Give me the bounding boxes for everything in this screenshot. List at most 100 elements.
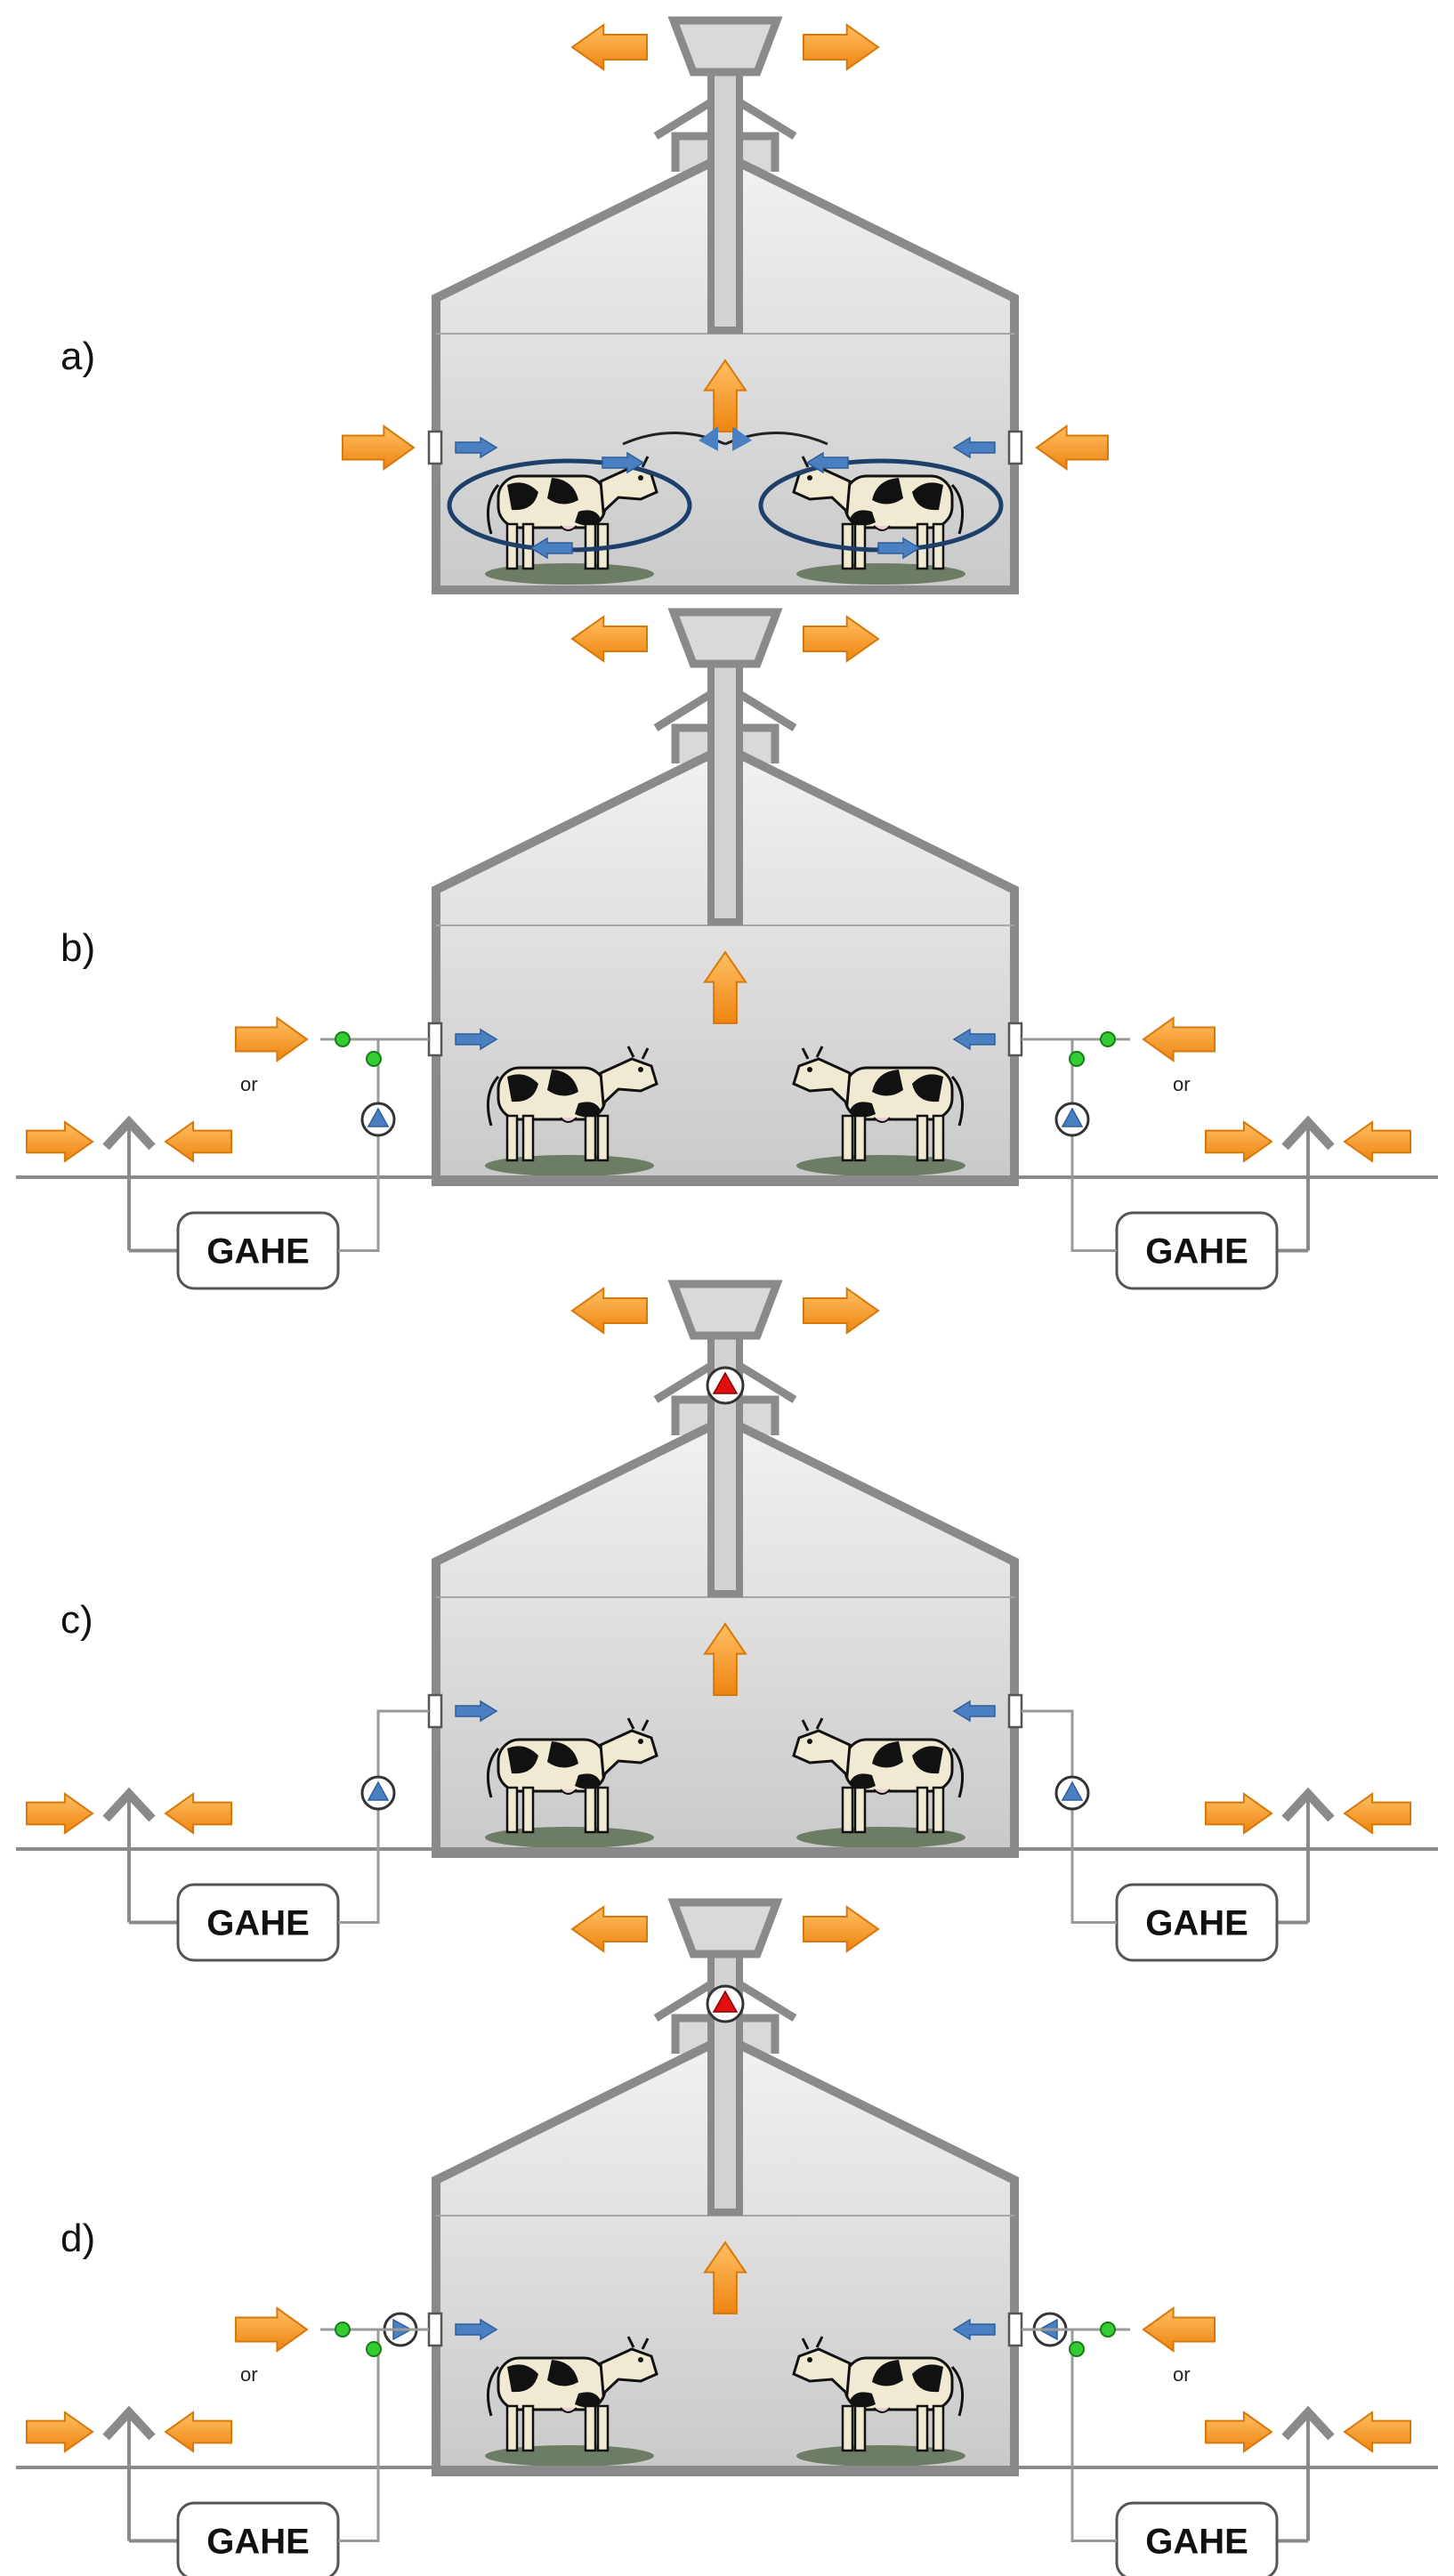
cow-udder bbox=[873, 1789, 891, 1795]
barn-building bbox=[427, 1280, 1023, 1858]
gahe-supply-pipe bbox=[338, 2328, 429, 2542]
gahe-intake-arrow bbox=[26, 1792, 94, 1835]
gahe-intake-arrow bbox=[1343, 2410, 1411, 2453]
panel-a: a) bbox=[61, 16, 1109, 594]
cow-spot bbox=[547, 478, 578, 505]
cow-horns bbox=[626, 2336, 650, 2350]
inlet-flow-left-arrow bbox=[455, 1028, 498, 1051]
barn-building bbox=[427, 16, 1023, 594]
supply-air-right-arrow bbox=[1035, 424, 1109, 471]
chimney-hood bbox=[667, 608, 783, 668]
inlet-left bbox=[427, 1693, 443, 1729]
cow-leg bbox=[932, 1786, 945, 1834]
cow-right-icon bbox=[792, 2336, 965, 2467]
cow-leg bbox=[596, 2404, 610, 2452]
cow-spot bbox=[507, 1074, 538, 1102]
cow-udder bbox=[873, 525, 891, 531]
exhaust-fan-blade-icon bbox=[712, 1990, 739, 2013]
cow-tail bbox=[950, 1075, 965, 1126]
cow-spot bbox=[912, 1746, 943, 1774]
valve-icon bbox=[335, 1031, 351, 1047]
cow-spot bbox=[912, 1074, 943, 1102]
cow-spot bbox=[547, 1070, 578, 1096]
bypass-intake-arrow bbox=[1142, 1016, 1216, 1062]
cow-leg bbox=[853, 2404, 867, 2452]
inlet-right bbox=[1007, 1693, 1023, 1729]
gahe-box: GAHE bbox=[1115, 1883, 1279, 1962]
cow-leg bbox=[916, 2404, 929, 2452]
or-label: or bbox=[1173, 1073, 1191, 1095]
exhaust-arrow-left bbox=[570, 1287, 648, 1335]
indoor-rising-air-arrow bbox=[703, 359, 747, 432]
gahe-supply-pipe bbox=[1022, 1038, 1117, 1252]
cow-left-icon bbox=[485, 2336, 658, 2467]
cow-udder bbox=[873, 2407, 891, 2413]
cow-leg bbox=[932, 1114, 945, 1162]
cow-horns bbox=[626, 1046, 650, 1060]
cow-leg bbox=[584, 2404, 597, 2452]
cow-leg bbox=[505, 2404, 519, 2452]
cow-horns bbox=[626, 1717, 650, 1732]
cow-spot bbox=[849, 1102, 876, 1118]
cow-leg bbox=[916, 1786, 929, 1834]
circulation-arrow bbox=[877, 537, 921, 560]
exhaust-arrow-right bbox=[803, 1905, 880, 1953]
exhaust-arrow-left bbox=[570, 1905, 648, 1953]
cow-tail bbox=[486, 483, 500, 535]
exhaust-arrow-right bbox=[803, 23, 880, 71]
gahe-supply-pipe bbox=[1022, 2328, 1117, 2542]
exhaust-chimney bbox=[707, 646, 743, 925]
or-label: or bbox=[240, 1073, 258, 1095]
cow-leg bbox=[505, 1786, 519, 1834]
bypass-intake-arrow bbox=[1142, 2306, 1216, 2353]
gahe-supply-pipe bbox=[338, 1709, 429, 1924]
cow-spot bbox=[872, 478, 903, 505]
fan-blade-icon bbox=[1061, 1107, 1084, 1127]
inlet-flow-right-arrow bbox=[952, 1700, 996, 1723]
barn-building bbox=[427, 608, 1023, 1186]
cow-horns bbox=[801, 1046, 824, 1060]
exhaust-arrow-right bbox=[803, 1287, 880, 1335]
supply-air-left-arrow bbox=[342, 424, 416, 471]
fan-blade-icon bbox=[1061, 1781, 1084, 1801]
cow-tail bbox=[950, 1747, 965, 1798]
cow-leg bbox=[596, 1786, 610, 1834]
fan-blade-icon bbox=[367, 1781, 390, 1801]
or-label: or bbox=[240, 2363, 258, 2386]
inlet-flow-left-arrow bbox=[455, 1700, 498, 1723]
exhaust-chimney bbox=[707, 1936, 743, 2216]
indoor-rising-air-arrow bbox=[703, 2241, 747, 2314]
gahe-intake-arrow bbox=[164, 2410, 232, 2453]
panel-label: a) bbox=[61, 335, 95, 378]
cow-spot bbox=[912, 2364, 943, 2393]
inlet-left bbox=[427, 1022, 443, 1057]
gahe-intake-arrow bbox=[1205, 2410, 1273, 2453]
gahe-box: GAHE bbox=[176, 1883, 340, 1962]
cow-spot bbox=[575, 510, 602, 526]
gahe-intake-arrow bbox=[1205, 1120, 1273, 1163]
circulation-arrow bbox=[529, 537, 573, 560]
cow-eye bbox=[807, 1067, 812, 1072]
cow-left-icon bbox=[485, 1717, 658, 1848]
or-label: or bbox=[1173, 2363, 1191, 2386]
cow-leg bbox=[853, 1114, 867, 1162]
cow-leg bbox=[916, 1114, 929, 1162]
inlet-flow-right-arrow bbox=[952, 1028, 996, 1051]
valve-icon bbox=[366, 1051, 382, 1067]
cow-tail bbox=[486, 1747, 500, 1798]
gahe-label: GAHE bbox=[206, 1232, 310, 1272]
valve-icon bbox=[1100, 2322, 1116, 2338]
cow-udder bbox=[560, 2407, 578, 2413]
gahe-intake-arrow bbox=[1205, 1792, 1273, 1835]
cow-left-icon bbox=[485, 1046, 658, 1176]
cow-spot bbox=[507, 1746, 538, 1774]
cow-spot bbox=[507, 2364, 538, 2393]
panel-label: b) bbox=[61, 926, 95, 970]
cow-spot bbox=[547, 2360, 578, 2386]
gahe-intake-arrow bbox=[26, 2410, 94, 2453]
cow-spot bbox=[575, 1773, 602, 1789]
indoor-rising-air-arrow bbox=[703, 1622, 747, 1696]
cow-spot bbox=[912, 482, 943, 511]
